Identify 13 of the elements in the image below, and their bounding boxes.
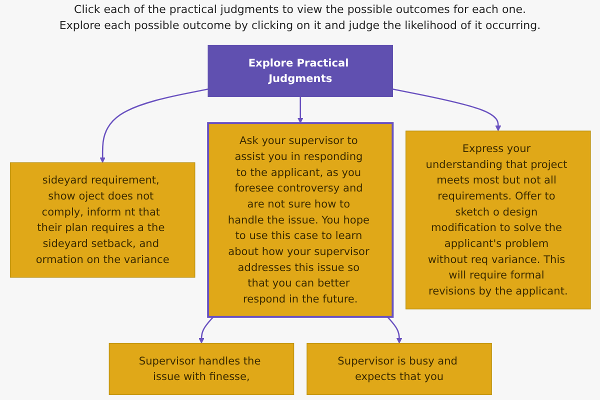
arrow [386, 316, 402, 344]
arrow [99, 88, 208, 163]
node-box: Supervisor handles the issue with finesse, [108, 342, 294, 396]
node-box: Ask your supervisor to assist you in responding to the applicant, as you foresee controversy and are not sure how to handle the issue. You hope to use this case to learn about how your supervisor addresses this issue so that you can better respond in the future. [206, 122, 394, 318]
node-box: sideyard requirement, show oject does not comply, inform nt that their plan requires a the sideyard setback, and ormation on the variance [10, 162, 195, 278]
node-box: Explore Practical Judgments [207, 44, 393, 98]
arrow [297, 96, 303, 124]
arrow [198, 316, 214, 344]
node-box: Express your understanding that project meets most but not all requirements. Offer to sketch o design modification to solve the applicant's problem without req variance. This will require formal revisions by the applicant. [405, 130, 590, 310]
node-box: Supervisor is busy and expects that you [306, 342, 492, 396]
instruction-text: Explore each possible outcome by clicking on it and judge the likelihood of it occurring. [58, 19, 542, 32]
arrow [392, 88, 501, 132]
instruction-text: Click each of the practical judgments to view the possible outcomes for each one. [73, 3, 527, 16]
